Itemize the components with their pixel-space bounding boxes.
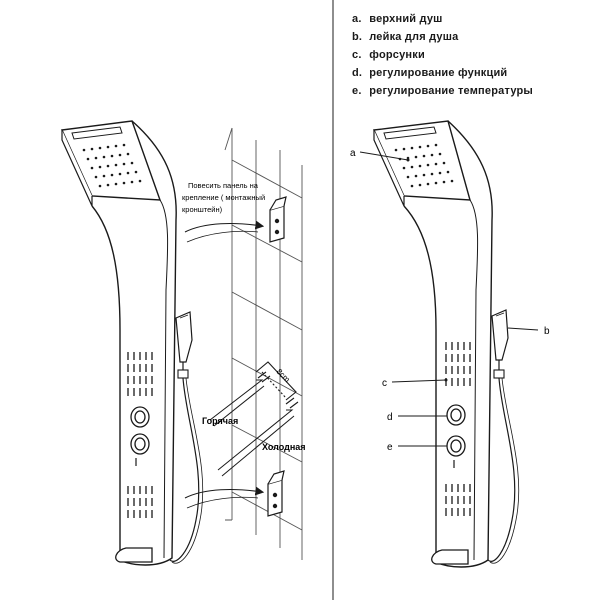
body-jets-upper-right xyxy=(445,342,471,386)
shower-panel-right xyxy=(372,120,520,568)
shower-panel-left xyxy=(60,120,204,566)
function-knob-right xyxy=(446,404,466,426)
legend-key: d. xyxy=(352,67,363,79)
body-jets-lower-right xyxy=(445,484,471,516)
legend-item-b: b. лейка для душа xyxy=(352,28,592,46)
callout-d: d xyxy=(387,412,393,423)
cold-label: Холодная xyxy=(262,442,306,452)
legend-item-d: d. регулирование функций xyxy=(352,64,592,82)
tub-spout-right xyxy=(431,549,469,565)
parts-legend: a. верхний душ b. лейка для душа c. форс… xyxy=(352,10,592,100)
legend-text: регулирование функций xyxy=(369,67,508,79)
callout-lines xyxy=(359,151,539,447)
hand-shower-right xyxy=(491,309,509,361)
legend-text: регулирование температуры xyxy=(369,85,534,97)
dimension-label: 8cm xyxy=(275,367,292,384)
hang-arrow-lower xyxy=(184,486,265,499)
legend-item-c: c. форсунки xyxy=(352,46,592,64)
temperature-knob xyxy=(130,433,150,455)
install-note-line1: Повесить панель на xyxy=(188,181,259,190)
hand-shower xyxy=(175,311,193,363)
shower-hose xyxy=(169,362,200,562)
water-inlets xyxy=(255,361,299,409)
body-jets-upper xyxy=(127,352,153,396)
hot-label: Горячая xyxy=(202,416,238,426)
legend-text: лейка для душа xyxy=(369,31,459,43)
hang-arrow-upper xyxy=(184,220,265,233)
legend-key: a. xyxy=(352,13,362,25)
callout-c: c xyxy=(382,378,387,389)
tub-spout xyxy=(115,547,153,563)
mounting-bracket-lower xyxy=(267,470,285,517)
hot-cold-arrows xyxy=(209,379,295,477)
mounting-bracket-upper xyxy=(269,196,287,243)
legend-key: b. xyxy=(352,31,363,43)
callout-a: a xyxy=(350,148,356,159)
head-nozzles xyxy=(82,143,142,188)
temperature-knob-right xyxy=(446,435,466,457)
legend-item-e: e. регулирование температуры xyxy=(352,82,592,100)
legend-key: e. xyxy=(352,85,362,97)
legend-item-a: a. верхний душ xyxy=(352,10,592,28)
function-knob xyxy=(130,406,150,428)
install-note-line3: кронштейн) xyxy=(182,205,223,214)
legend-text: верхний душ xyxy=(369,13,443,25)
body-jets-lower xyxy=(127,486,153,518)
callout-e: e xyxy=(387,442,393,453)
shower-hose-right xyxy=(487,360,516,562)
legend-key: c. xyxy=(352,49,362,61)
install-note-line2: крепление ( монтажный xyxy=(182,193,265,202)
legend-text: форсунки xyxy=(369,49,425,61)
callout-b: b xyxy=(544,326,550,337)
